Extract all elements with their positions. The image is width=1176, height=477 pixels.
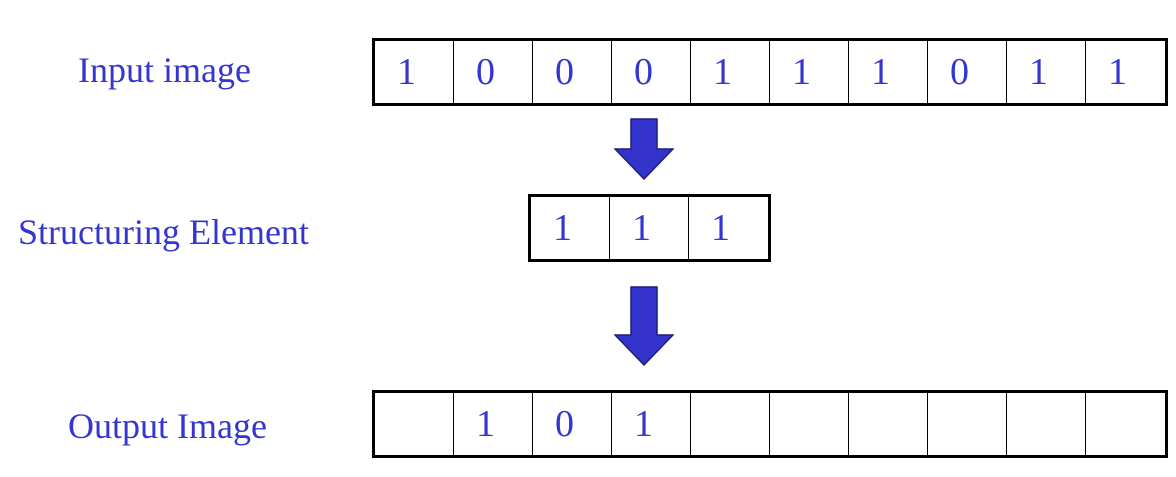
label-input-image: Input image: [78, 50, 251, 90]
output-image-cell: [928, 393, 1007, 455]
structuring-element-cell: 1: [711, 207, 730, 249]
output-image-cell: [770, 393, 849, 455]
input-image-cell: 0: [454, 41, 533, 103]
structuring-element-cell: 1: [610, 197, 689, 259]
output-image-cell: [691, 393, 770, 455]
output-image-cell: [849, 393, 928, 455]
input-image-cell: 0: [612, 41, 691, 103]
input-image-cell: 1: [849, 41, 928, 103]
down-arrow-icon: [614, 118, 674, 180]
output-image-cell: 0: [533, 393, 612, 455]
label-output-image: Output Image: [68, 406, 267, 446]
input-image-cell: 1: [770, 41, 849, 103]
down-arrow-icon: [614, 286, 674, 366]
input-image-cell: 1: [1007, 41, 1086, 103]
input-image-cell: 1: [1108, 51, 1127, 93]
input-image-cell: 0: [533, 41, 612, 103]
output-image-cell: [375, 393, 454, 455]
structuring-element-cell: 1: [531, 197, 610, 259]
output-image-cell: 1: [454, 393, 533, 455]
input-image-cell: 1: [691, 41, 770, 103]
input-image-cell: 1: [375, 41, 454, 103]
output-image-cell: [1086, 393, 1165, 455]
output-image-cell: 1: [612, 393, 691, 455]
output-image-cell: [1007, 393, 1086, 455]
input-image-cell: 0: [928, 41, 1007, 103]
label-structuring-element: Structuring Element: [18, 212, 309, 252]
